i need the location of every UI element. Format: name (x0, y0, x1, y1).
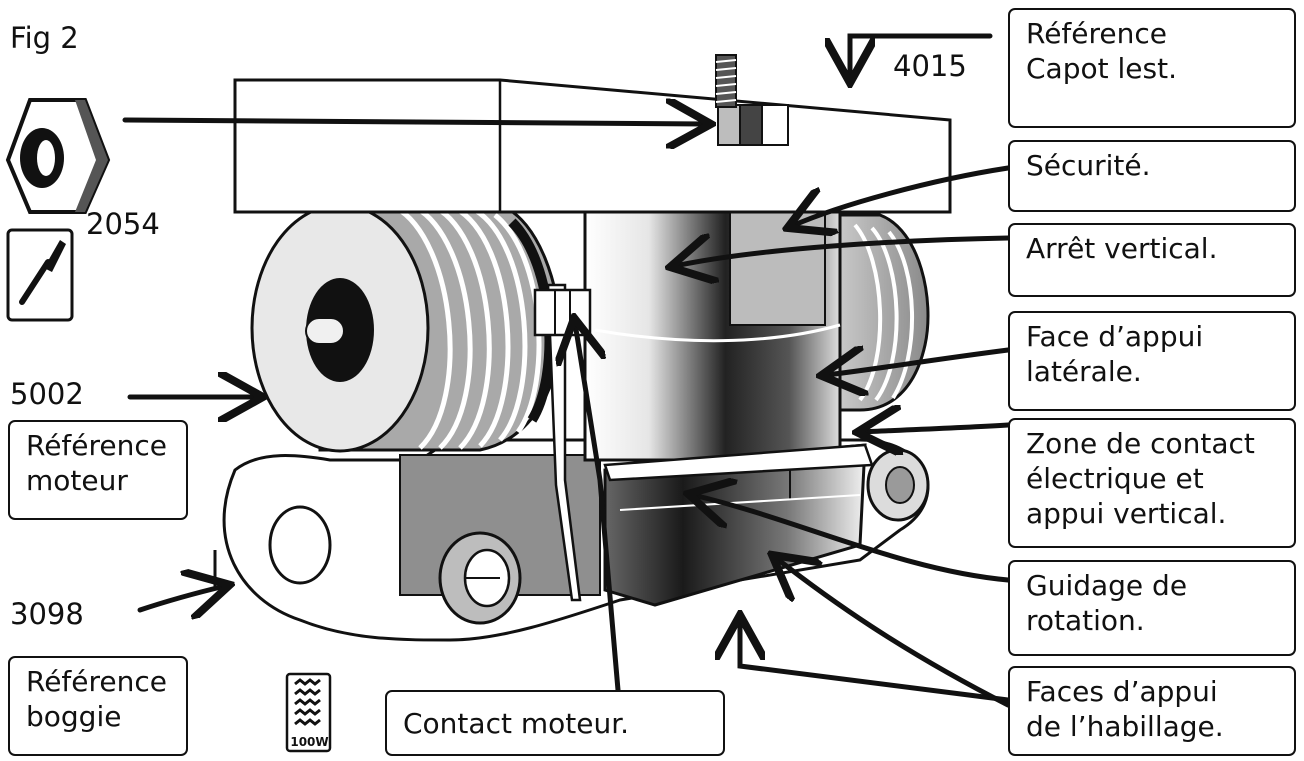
callout-line: Face d’appui (1026, 320, 1204, 353)
contact-block (603, 443, 874, 607)
boggie-hole-left (268, 505, 332, 585)
callout-line: Guidage de (1026, 569, 1188, 602)
callout-line: Faces d’appui (1026, 675, 1218, 708)
screwdriver-icon (6, 228, 74, 322)
arrow-face-laterale (826, 350, 1011, 375)
central-cylinder (583, 198, 842, 462)
arrow-zone-contact (862, 425, 1011, 432)
arrow-contact-moteur (575, 323, 621, 693)
callout-line: Référence (26, 665, 167, 698)
callout-line: boggie (26, 700, 122, 733)
motor-end-face (250, 203, 430, 453)
callout-line: Référence (1026, 17, 1167, 50)
ref-2054: 2054 (86, 207, 160, 241)
lest-cover (233, 78, 952, 214)
callout-line: Sécurité. (1026, 149, 1151, 182)
callout-line: latérale. (1026, 355, 1142, 388)
callout-reference-moteur: Référence moteur (8, 420, 188, 520)
callout-line: électrique et (1026, 462, 1204, 495)
arrow-4015-down (850, 33, 993, 78)
callout-line: Capot lest. (1026, 52, 1177, 85)
callout-reference-capot: Référence Capot lest. (1008, 8, 1296, 128)
power-badge-label: 100W (290, 735, 329, 749)
arrow-habillage-2 (740, 620, 1011, 703)
boggie-bushing-front (438, 531, 522, 625)
arrow-guidage (693, 495, 1011, 583)
figure-title: Fig 2 (10, 21, 79, 55)
callout-arret-vertical: Arrêt vertical. (1008, 223, 1296, 297)
arrow-nut-to-cover (122, 120, 706, 124)
boggie-bushing-right (866, 448, 930, 522)
arrow-securite (792, 165, 1011, 226)
callout-line: moteur (26, 464, 128, 497)
callout-line: Arrêt vertical. (1026, 232, 1218, 265)
arrow-habillage-1 (776, 558, 1011, 708)
hex-nut-icon (5, 98, 111, 214)
callout-line: Zone de contact (1026, 427, 1255, 460)
callout-guidage-rotation: Guidage de rotation. (1008, 560, 1296, 656)
callout-reference-boggie: Référence boggie (8, 656, 188, 756)
callout-line: Référence (26, 429, 167, 462)
leader-arrows (122, 33, 1011, 708)
callout-line: appui vertical. (1026, 497, 1227, 530)
callout-contact-moteur: Contact moteur. (385, 690, 725, 756)
callout-zone-contact: Zone de contact électrique et appui vert… (1008, 418, 1296, 548)
arrow-arret-vertical (675, 238, 1011, 266)
ref-5002: 5002 (10, 377, 84, 411)
arrow-3098 (137, 586, 225, 610)
cover-screw (715, 54, 737, 108)
ref-3098: 3098 (10, 597, 84, 631)
power-100w-icon (285, 672, 332, 753)
callout-faces-appui-habillage: Faces d’appui de l’habillage. (1008, 666, 1296, 756)
callout-line: de l’habillage. (1026, 710, 1224, 743)
callout-face-appui-laterale: Face d’appui latérale. (1008, 311, 1296, 411)
ref-4015: 4015 (893, 49, 967, 83)
callout-line: Contact moteur. (403, 707, 630, 740)
callout-line: rotation. (1026, 604, 1145, 637)
callout-securite: Sécurité. (1008, 140, 1296, 212)
